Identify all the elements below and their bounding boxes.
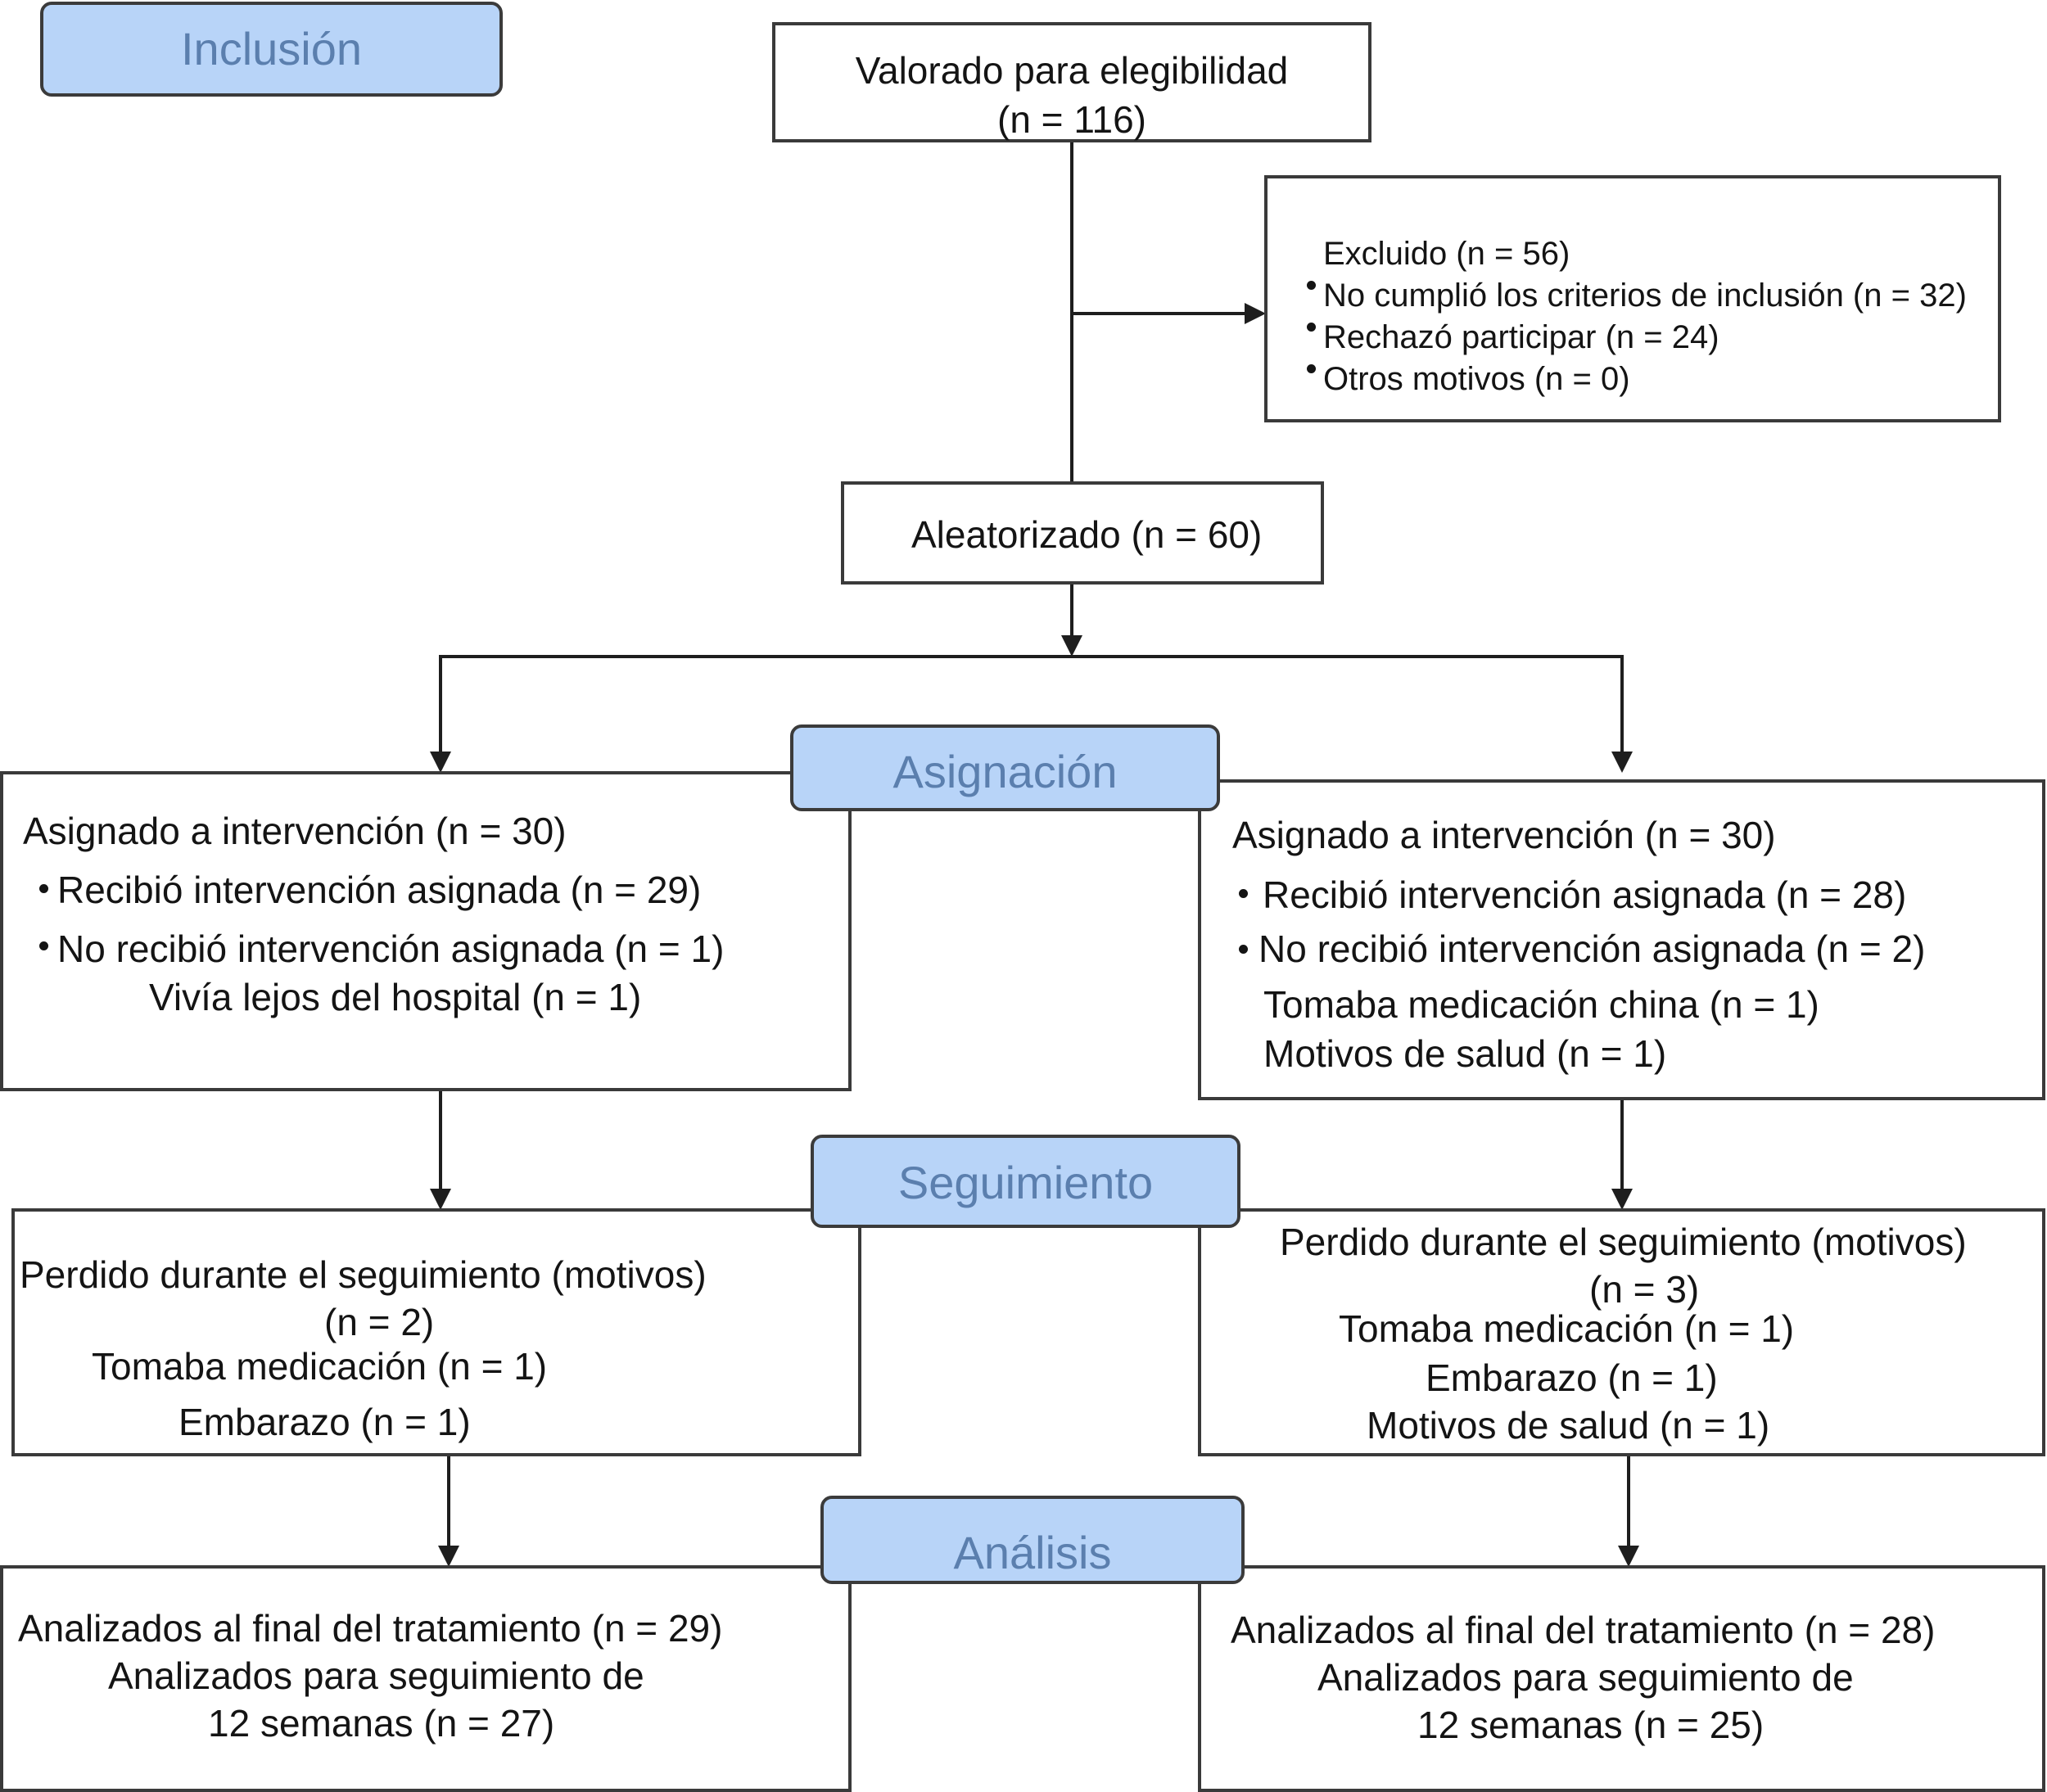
excluded-reason: Otros motivos (n = 0) bbox=[1323, 361, 1630, 397]
randomized-label: Aleatorizado (n = 60) bbox=[911, 513, 1263, 556]
allocation-left-box: Asignado a intervención (n = 30) Recibió… bbox=[0, 771, 852, 1091]
stage-label-allocation: Asignación bbox=[790, 724, 1220, 811]
followup-left-title: Perdido durante el seguimiento (motivos) bbox=[20, 1253, 707, 1296]
followup-right-reason: Embarazo (n = 1) bbox=[1426, 1356, 1718, 1399]
arrowhead-right-followup bbox=[1611, 1189, 1633, 1210]
connector-split-arms bbox=[439, 655, 1624, 770]
excluded-reason: Rechazó participar (n = 24) bbox=[1323, 319, 1719, 355]
followup-right-reason: Tomaba medicación (n = 1) bbox=[1339, 1307, 1795, 1350]
followup-right-title: Perdido durante el seguimiento (motivos) bbox=[1280, 1221, 1967, 1263]
arrowhead-left-analysis bbox=[438, 1546, 459, 1567]
followup-left-reason: Embarazo (n = 1) bbox=[178, 1401, 471, 1443]
analysis-right-box: Analizados al final del tratamiento (n =… bbox=[1198, 1565, 2045, 1792]
allocation-right-reason: Tomaba medicación china (n = 1) bbox=[1263, 983, 1819, 1026]
allocation-left-not-received: No recibió intervención asignada (n = 1) bbox=[57, 928, 725, 970]
bullet-icon bbox=[1239, 945, 1248, 954]
bullet-icon bbox=[1239, 889, 1248, 898]
allocation-left-title: Asignado a intervención (n = 30) bbox=[23, 810, 567, 852]
eligibility-label: Valorado para elegibilidad bbox=[855, 49, 1289, 92]
arrowhead-to-excluded bbox=[1245, 303, 1266, 324]
allocation-left-received: Recibió intervención asignada (n = 29) bbox=[57, 869, 702, 911]
randomized-box: Aleatorizado (n = 60) bbox=[841, 481, 1324, 585]
allocation-right-not-received: No recibió intervención asignada (n = 2) bbox=[1258, 928, 1926, 970]
analysis-right-line1: Analizados al final del tratamiento (n =… bbox=[1231, 1609, 1936, 1651]
analysis-right-line3: 12 semanas (n = 25) bbox=[1417, 1704, 1765, 1746]
stage-label-followup: Seguimiento bbox=[811, 1135, 1240, 1228]
allocation-right-reason: Motivos de salud (n = 1) bbox=[1263, 1032, 1667, 1075]
allocation-right-box: Asignado a intervención (n = 30) Recibió… bbox=[1198, 779, 2045, 1100]
bullet-icon bbox=[39, 884, 48, 893]
analysis-left-line3: 12 semanas (n = 27) bbox=[208, 1702, 555, 1745]
followup-left-count: (n = 2) bbox=[324, 1301, 435, 1343]
arrowhead-left-followup bbox=[430, 1189, 451, 1210]
followup-right-count: (n = 3) bbox=[1589, 1268, 1700, 1311]
eligibility-box: Valorado para elegibilidad (n = 116) bbox=[772, 22, 1371, 142]
excluded-reason: No cumplió los criterios de inclusión (n… bbox=[1323, 278, 1967, 314]
arrowhead-randomized bbox=[1061, 635, 1082, 657]
followup-left-reason: Tomaba medicación (n = 1) bbox=[92, 1345, 548, 1388]
bullet-icon bbox=[1307, 323, 1316, 332]
bullet-icon bbox=[1307, 364, 1316, 373]
stage-label-analysis: Análisis bbox=[820, 1496, 1245, 1584]
analysis-right-line2: Analizados para seguimiento de bbox=[1317, 1656, 1854, 1699]
followup-left-box: Perdido durante el seguimiento (motivos)… bbox=[11, 1208, 861, 1456]
analysis-left-box: Analizados al final del tratamiento (n =… bbox=[0, 1565, 852, 1792]
allocation-right-title: Asignado a intervención (n = 30) bbox=[1232, 814, 1776, 856]
allocation-left-reason: Vivía lejos del hospital (n = 1) bbox=[149, 976, 642, 1018]
followup-right-box: Perdido durante el seguimiento (motivos)… bbox=[1198, 1208, 2045, 1456]
excluded-box: Excluido (n = 56) No cumplió los criteri… bbox=[1264, 175, 2001, 422]
arrowhead-right-allocation bbox=[1611, 752, 1633, 773]
bullet-icon bbox=[39, 941, 48, 950]
arrowhead-right-analysis bbox=[1618, 1546, 1639, 1567]
followup-right-reason: Motivos de salud (n = 1) bbox=[1367, 1404, 1770, 1447]
allocation-right-received: Recibió intervención asignada (n = 28) bbox=[1263, 873, 1907, 916]
eligibility-count: (n = 116) bbox=[997, 98, 1146, 141]
bullet-icon bbox=[1307, 281, 1316, 290]
analysis-left-line1: Analizados al final del tratamiento (n =… bbox=[18, 1607, 723, 1650]
arrowhead-left-allocation bbox=[430, 752, 451, 773]
stage-label-inclusion: Inclusión bbox=[40, 2, 503, 97]
excluded-title: Excluido (n = 56) bbox=[1323, 236, 1570, 272]
analysis-left-line2: Analizados para seguimiento de bbox=[108, 1654, 644, 1697]
